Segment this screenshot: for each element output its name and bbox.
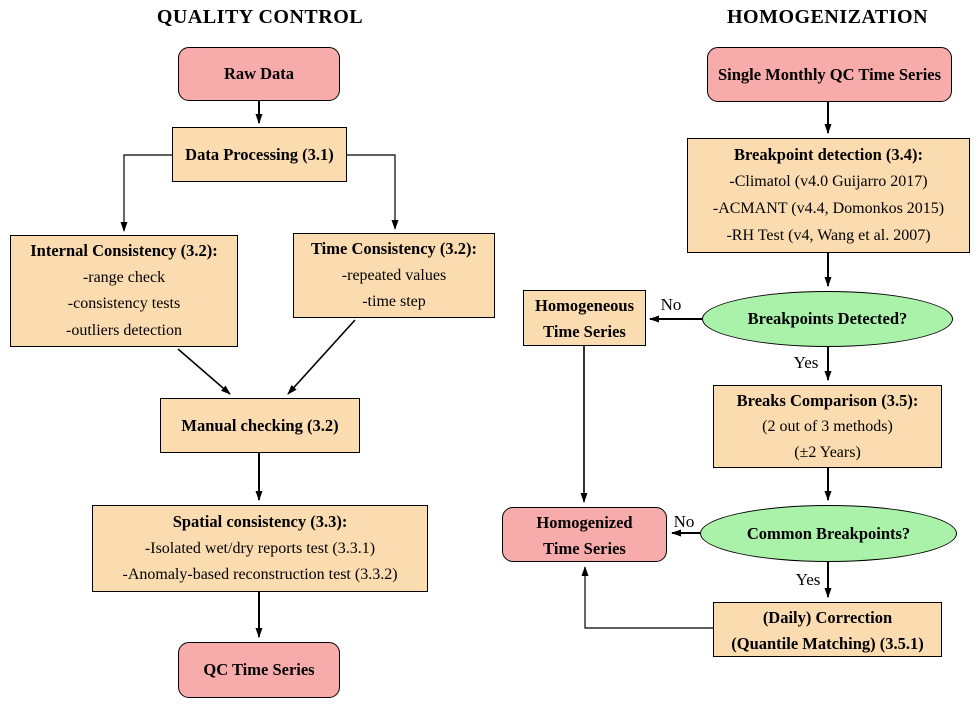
raw-data-label: Raw Data	[223, 64, 295, 83]
breakpoint-detection-item: -ACMANT (v4.4, Domonkos 2015)	[712, 200, 945, 217]
breakpoint-detection-node: Breakpoint detection (3.4): -Climatol (v…	[687, 138, 970, 253]
qc-time-series-label: QC Time Series	[203, 660, 315, 679]
manual-checking-node: Manual checking (3.2)	[160, 398, 360, 453]
homogeneous-label-line2: Time Series	[543, 322, 626, 341]
spatial-consistency-node: Spatial consistency (3.3): -Isolated wet…	[92, 505, 428, 592]
breakpoint-detection-item: -RH Test (v4, Wang et al. 2007)	[726, 227, 931, 244]
homogenized-label-line2: Time Series	[543, 539, 626, 558]
common-breakpoints-label: Common Breakpoints?	[746, 523, 911, 543]
data-processing-node: Data Processing (3.1)	[172, 127, 347, 182]
breakpoints-detected-label: Breakpoints Detected?	[747, 309, 908, 328]
common-breakpoints-decision: Common Breakpoints?	[700, 505, 957, 562]
daily-correction-line1: (Daily) Correction	[762, 608, 893, 627]
homogenized-node: Homogenized Time Series	[502, 507, 667, 562]
breakpoints-detected-decision: Breakpoints Detected?	[702, 291, 953, 347]
breakpoint-detection-item: -Climatol (v4.0 Guijarro 2017)	[729, 173, 928, 190]
no-label: No	[673, 512, 695, 531]
daily-correction-node: (Daily) Correction (Quantile Matching) (…	[713, 602, 942, 657]
daily-correction-line2: (Quantile Matching) (3.5.1)	[731, 634, 924, 653]
spatial-consistency-title: Spatial consistency (3.3):	[172, 511, 348, 531]
time-consistency-node: Time Consistency (3.2): -repeated values…	[293, 233, 495, 318]
single-monthly-label: Single Monthly QC Time Series	[717, 64, 942, 84]
time-consistency-item: -repeated values	[341, 266, 447, 284]
time-consistency-title: Time Consistency (3.2):	[310, 239, 478, 259]
internal-consistency-item: -outliers detection	[66, 321, 182, 339]
manual-checking-label: Manual checking (3.2)	[181, 415, 339, 435]
time-consistency-item: -time step	[362, 292, 426, 310]
breaks-comparison-item: (±2 Years)	[794, 444, 861, 461]
homogenization-title: HOMOGENIZATION	[726, 6, 929, 28]
homogeneous-node: Homogeneous Time Series	[523, 290, 646, 346]
spatial-consistency-item: -Isolated wet/dry reports test (3.3.1)	[144, 539, 376, 557]
breaks-comparison-title: Breaks Comparison (3.5):	[736, 391, 919, 410]
data-processing-label: Data Processing (3.1)	[185, 144, 334, 164]
internal-consistency-node: Internal Consistency (3.2): -range check…	[10, 235, 238, 347]
single-monthly-node: Single Monthly QC Time Series	[707, 47, 952, 102]
internal-consistency-item: -consistency tests	[67, 295, 181, 313]
internal-consistency-item: -range check	[82, 268, 166, 286]
breakpoint-detection-title: Breakpoint detection (3.4):	[734, 145, 923, 164]
raw-data-node: Raw Data	[178, 47, 340, 101]
qc-time-series-node: QC Time Series	[178, 642, 340, 698]
spatial-consistency-item: -Anomaly-based reconstruction test (3.3.…	[122, 566, 398, 584]
no-label: No	[660, 295, 682, 314]
yes-label: Yes	[793, 353, 819, 372]
breaks-comparison-node: Breaks Comparison (3.5): (2 out of 3 met…	[713, 385, 942, 468]
breaks-comparison-item: (2 out of 3 methods)	[762, 418, 893, 435]
quality-control-title: QUALITY CONTROL	[156, 6, 364, 28]
yes-label: Yes	[795, 570, 821, 589]
homogenized-label-line1: Homogenized	[536, 513, 633, 532]
internal-consistency-title: Internal Consistency (3.2):	[30, 241, 218, 261]
homogeneous-label-line1: Homogeneous	[535, 296, 634, 315]
